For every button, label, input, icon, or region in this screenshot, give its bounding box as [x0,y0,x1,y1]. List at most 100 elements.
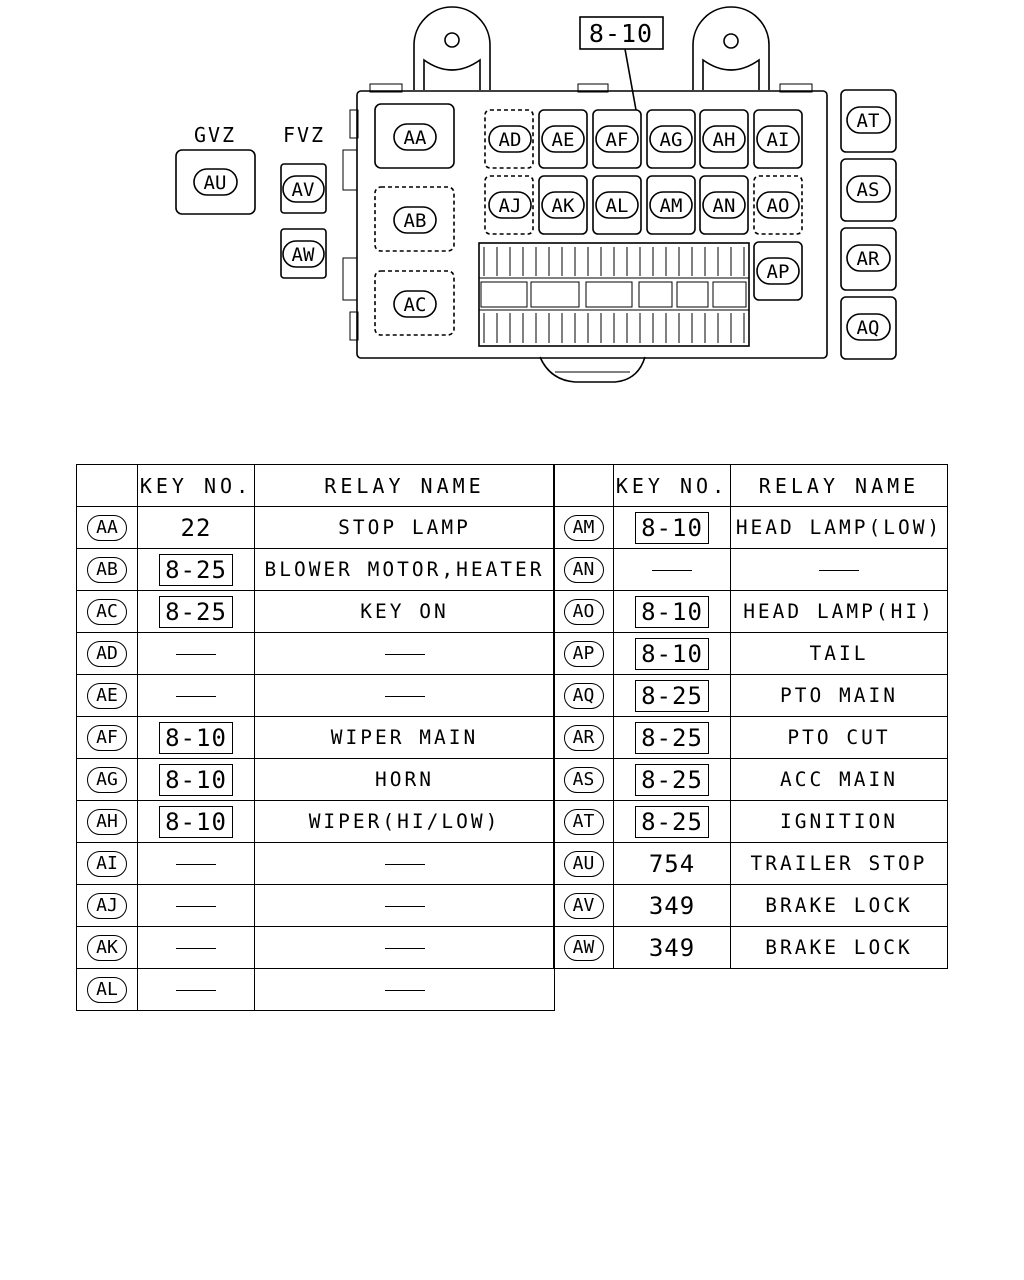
relay-name-cell: BLOWER MOTOR,HEATER [254,548,555,591]
relay-ae: AE [541,125,585,153]
key-no-ref-box: 8-25 [159,595,233,628]
relay-ag: AG [649,125,693,153]
relay-au: AU [193,168,238,196]
relay-id-cell: AL [76,968,138,1011]
relay-id-cell: AE [76,674,138,717]
empty-dash [384,864,425,865]
table-row: AF 8-10 WIPER MAIN [76,716,555,759]
relay-id-cell: AI [76,842,138,885]
relay-id-badge: AQ [563,683,604,709]
key-no-value: 349 [648,933,696,962]
table-row: AI [76,842,555,885]
bottom-connector [539,356,646,383]
key-no-ref-box: 8-10 [159,763,233,796]
key-no-cell: 754 [613,842,731,885]
callout-box [579,16,664,50]
key-no-ref-box: 8-10 [635,637,709,670]
relay-id-cell: AA [76,506,138,549]
relay-name-cell: HEAD LAMP(LOW) [730,506,948,549]
empty-dash [176,948,216,949]
empty-dash [176,696,216,697]
key-no-ref-box: 8-25 [635,805,709,838]
svg-text:AF: AF [606,129,629,151]
relay-name-cell: HORN [254,758,555,801]
relay-af: AF [595,125,639,153]
table-row: AK [76,926,555,969]
svg-text:AP: AP [767,261,790,283]
relay-id-cell: AM [553,506,614,549]
svg-text:AO: AO [767,195,790,217]
relay-id-badge: AR [563,725,604,751]
svg-text:AC: AC [404,294,427,316]
relay-id-cell: AB [76,548,138,591]
relay-id-cell: AT [553,800,614,843]
key-no-cell: 349 [613,884,731,927]
relay-name-cell [254,674,555,717]
table-header-row: KEY NO. RELAY NAME [76,464,555,507]
table-row: AL [76,968,555,1011]
relay-aq: AQ [846,313,891,341]
relay-id-badge: AN [563,557,604,583]
svg-text:AM: AM [660,195,683,217]
relay-id-cell: AR [553,716,614,759]
key-no-cell: 8-10 [137,800,255,843]
relay-name-cell: BRAKE LOCK [730,926,948,969]
table-row: AE [76,674,555,717]
table-row: AD [76,632,555,675]
empty-dash [652,570,692,571]
relay-id-badge: AW [563,935,604,961]
relay-id-cell: AF [76,716,138,759]
table-row: AJ [76,884,555,927]
svg-text:AH: AH [713,129,736,151]
empty-dash [384,948,425,949]
relay-name-cell: WIPER MAIN [254,716,555,759]
relay-id-badge: AE [87,683,127,709]
relay-id-badge: AP [563,641,604,667]
relay-name-cell: BRAKE LOCK [730,884,948,927]
gvz-label: GVZ [194,123,236,147]
relay-name-cell [254,632,555,675]
relay-id-cell: AS [553,758,614,801]
key-no-cell: 8-10 [137,758,255,801]
relay-as: AS [846,175,891,203]
svg-text:AT: AT [857,110,880,132]
relay-ar: AR [846,244,891,272]
key-no-ref-box: 8-10 [159,721,233,754]
relay-name-cell: IGNITION [730,800,948,843]
header-relay-name: RELAY NAME [254,464,555,507]
key-no-cell: 8-25 [613,716,731,759]
key-no-value: 349 [648,891,696,920]
relay-id-badge: AK [87,935,127,961]
relay-ak: AK [541,191,585,219]
svg-text:AU: AU [204,172,227,194]
relay-ah: AH [702,125,746,153]
relay-name-cell: PTO CUT [730,716,948,759]
empty-dash [176,990,216,991]
svg-text:AQ: AQ [857,317,880,339]
relay-name-cell: WIPER(HI/LOW) [254,800,555,843]
relay-id-badge: AB [87,557,127,583]
svg-text:AD: AD [499,129,522,151]
svg-text:AA: AA [404,127,427,149]
table-header-row: KEY NO. RELAY NAME [553,464,948,507]
key-no-cell [137,842,255,885]
key-no-cell: 8-10 [613,590,731,633]
relay-id-cell: AK [76,926,138,969]
key-no-cell [613,548,731,591]
svg-text:AR: AR [857,248,880,270]
relay-name-cell [254,842,555,885]
relay-ai: AI [756,125,800,153]
key-no-cell: 349 [613,926,731,969]
relay-id-badge: AI [87,851,127,877]
relay-ao: AO [756,191,800,219]
relay-aj: AJ [488,191,532,219]
relay-id-cell: AH [76,800,138,843]
relay-id-badge: AJ [87,893,127,919]
svg-text:AE: AE [552,129,575,151]
empty-dash [819,570,859,571]
